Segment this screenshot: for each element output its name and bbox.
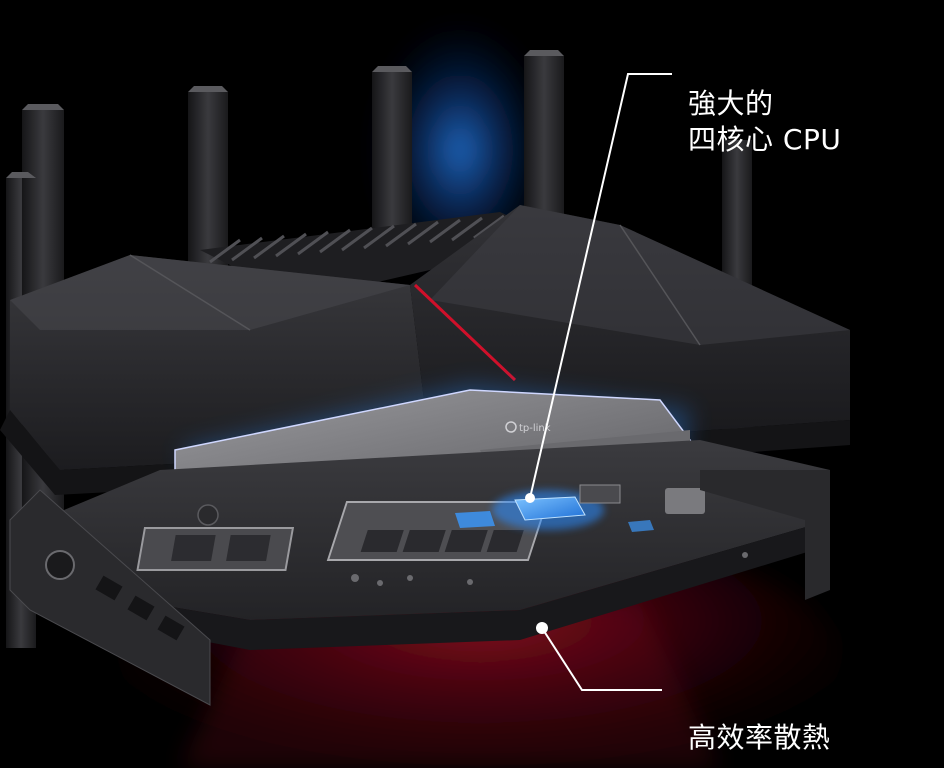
cpu-callout-line — [525, 73, 672, 503]
antenna-center — [372, 72, 412, 242]
circuit-board — [40, 440, 830, 650]
power-port — [45, 550, 75, 580]
cooling-callout-label: 高效率散熱 — [688, 721, 831, 754]
tp-link-logo: tp-link — [505, 421, 551, 434]
red-accent-stripe — [413, 283, 517, 382]
svg-text:tp-link: tp-link — [519, 423, 551, 434]
shield-can-left — [136, 527, 295, 571]
cpu-chip — [514, 496, 586, 521]
antenna-center-right — [524, 56, 564, 236]
cooling-callout-line — [536, 622, 662, 691]
cpu-callout-line2: 四核心 CPU — [688, 123, 842, 156]
rear-port-panel — [9, 470, 830, 706]
cpu-callout-label: 強大的 四核心 CPU — [688, 86, 841, 158]
cpu-callout-line1: 強大的 — [688, 87, 774, 120]
secondary-chip — [455, 511, 495, 528]
